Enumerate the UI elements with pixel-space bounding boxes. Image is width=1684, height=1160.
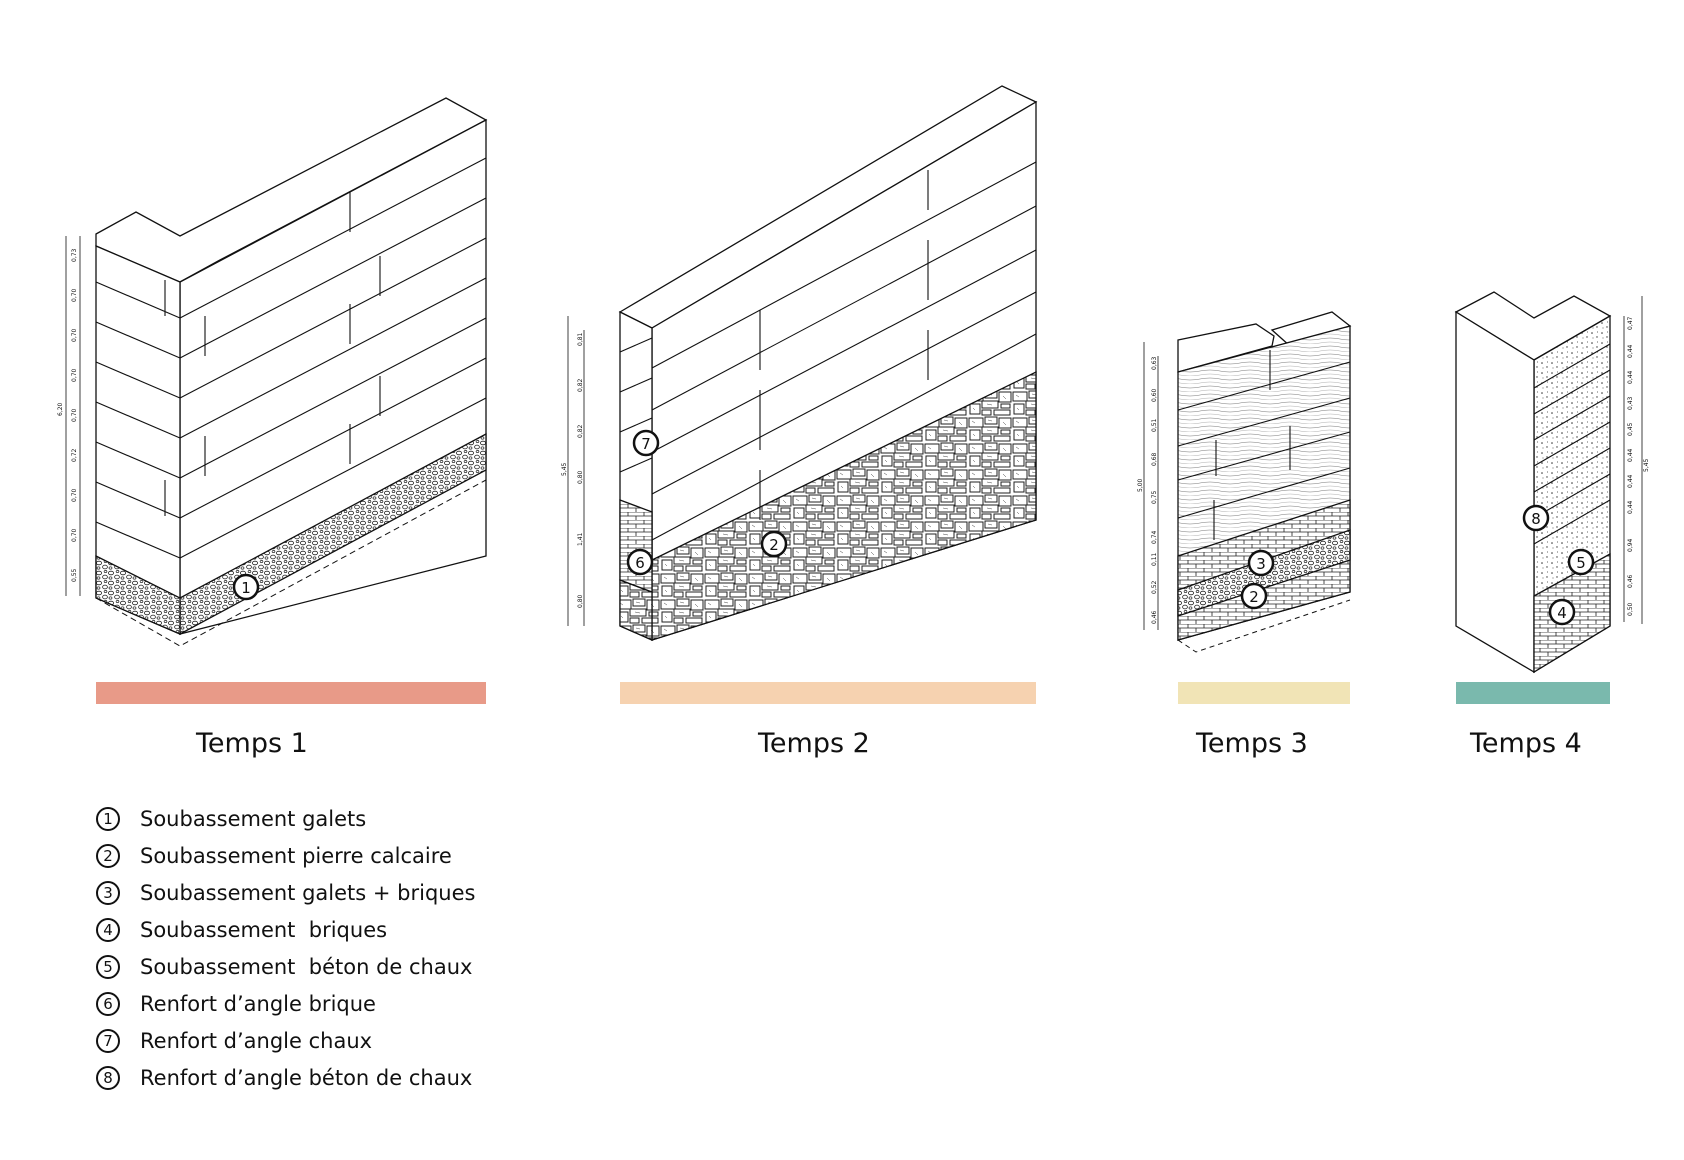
dim-t1-part: 0,70 [71, 488, 78, 502]
marker-5: 5 [1567, 548, 1595, 576]
legend-number: 4 [96, 917, 120, 942]
marker-2: 2 [1240, 582, 1268, 610]
dim-t3-part: 0,74 [1151, 530, 1158, 544]
legend-text: Renfort d’angle chaux [140, 1028, 373, 1053]
dim-t1-part: 0,73 [71, 248, 78, 262]
legend-item: 8 Renfort d’angle béton de chaux [96, 1059, 475, 1096]
phase-label-temps-3: Temps 3 [1196, 728, 1308, 759]
svg-text:3: 3 [1256, 555, 1266, 573]
dim-t4-part: 0,45 [1627, 422, 1634, 436]
dim-t3-part: 0,46 [1151, 610, 1158, 624]
dim-t3-part: 0,63 [1151, 356, 1158, 370]
dim-t1-total: 6,20 [57, 402, 64, 416]
svg-text:5: 5 [1576, 554, 1586, 572]
legend-number: 5 [96, 954, 120, 979]
legend-item: 4 Soubassement briques [96, 911, 475, 948]
marker-4: 4 [1548, 598, 1576, 626]
dim-t4-part: 0,43 [1627, 396, 1634, 410]
legend-item: 7 Renfort d’angle chaux [96, 1022, 475, 1059]
dim-t4-part: 0,94 [1627, 538, 1634, 552]
legend-item: 6 Renfort d’angle brique [96, 985, 475, 1022]
dim-t1-part: 0,70 [71, 368, 78, 382]
legend-text: Soubassement galets + briques [140, 880, 476, 905]
dim-t2-part: 0,82 [577, 424, 584, 438]
dim-t4-part: 0,46 [1627, 574, 1634, 588]
dim-t3-part: 0,51 [1151, 418, 1158, 432]
phase-bar-temps-1 [96, 682, 486, 704]
phase-bar-temps-3 [1178, 682, 1350, 704]
dim-t1-part: 0,70 [71, 528, 78, 542]
dim-t2-part: 0,80 [577, 594, 584, 608]
dim-t1-part: 0,70 [71, 328, 78, 342]
marker-3: 3 [1247, 549, 1275, 577]
dim-t3-total: 5,00 [1137, 478, 1144, 492]
marker-8: 8 [1522, 504, 1550, 532]
legend-text: Soubassement béton de chaux [140, 954, 473, 979]
dim-t1-part: 0,72 [71, 448, 78, 462]
dim-t1-part: 0,70 [71, 408, 78, 422]
dim-t4-part: 0,44 [1627, 344, 1634, 358]
phase-label-temps-2: Temps 2 [758, 728, 870, 759]
dim-t2-total: 5,45 [561, 462, 568, 476]
legend-text: Renfort d’angle béton de chaux [140, 1065, 473, 1090]
dim-t4-part: 0,44 [1627, 500, 1634, 514]
legend-item: 2 Soubassement pierre calcaire [96, 837, 475, 874]
legend-number: 6 [96, 991, 120, 1016]
svg-text:2: 2 [1249, 588, 1259, 606]
legend-item: 1 Soubassement galets [96, 800, 475, 837]
legend-text: Soubassement briques [140, 917, 388, 942]
phase-bar-temps-2 [620, 682, 1036, 704]
legend-number: 1 [96, 806, 120, 831]
svg-text:2: 2 [769, 536, 779, 554]
phase-bar-temps-4 [1456, 682, 1610, 704]
svg-text:8: 8 [1531, 510, 1541, 528]
dim-t2-part: 0,81 [577, 332, 584, 346]
legend-text: Soubassement galets [140, 806, 367, 831]
legend-number: 3 [96, 880, 120, 905]
legend-number: 2 [96, 843, 120, 868]
legend: 1 Soubassement galets 2 Soubassement pierr… [96, 800, 475, 1096]
svg-text:1: 1 [241, 579, 251, 597]
dim-t3-part: 0,52 [1151, 580, 1158, 594]
dim-t1-part: 0,70 [71, 288, 78, 302]
marker-1: 1 [232, 573, 260, 601]
marker-7: 7 [632, 429, 660, 457]
dim-t4-part: 0,44 [1627, 474, 1634, 488]
dim-t2-part: 0,82 [577, 378, 584, 392]
dim-t4-total: 5,45 [1643, 458, 1650, 472]
phase-label-temps-1: Temps 1 [196, 728, 308, 759]
marker-2: 2 [760, 530, 788, 558]
dim-t3-part: 0,60 [1151, 388, 1158, 402]
dim-t1-part: 0,55 [71, 568, 78, 582]
marker-6: 6 [626, 548, 654, 576]
svg-text:6: 6 [635, 554, 645, 572]
dim-t4-part: 0,44 [1627, 448, 1634, 462]
dim-t2-part: 1,41 [577, 532, 584, 546]
legend-number: 7 [96, 1028, 120, 1053]
wall-temps-4 [1454, 291, 1643, 674]
dim-t4-part: 0,47 [1627, 316, 1634, 330]
legend-number: 8 [96, 1065, 120, 1090]
legend-text: Soubassement pierre calcaire [140, 843, 452, 868]
dim-t3-part: 0,75 [1151, 490, 1158, 504]
svg-text:4: 4 [1557, 604, 1567, 622]
dim-t2-part: 0,80 [577, 470, 584, 484]
dim-t4-part: 0,50 [1627, 602, 1634, 616]
svg-text:7: 7 [641, 435, 651, 453]
dim-t4-part: 0,44 [1627, 370, 1634, 384]
legend-item: 3 Soubassement galets + briques [96, 874, 475, 911]
wall-temps-1 [65, 97, 488, 647]
legend-text: Renfort d’angle brique [140, 991, 376, 1016]
phase-label-temps-4: Temps 4 [1470, 728, 1582, 759]
dim-t3-part: 0,11 [1151, 552, 1158, 566]
legend-item: 5 Soubassement béton de chaux [96, 948, 475, 985]
dim-t3-part: 0,68 [1151, 452, 1158, 466]
